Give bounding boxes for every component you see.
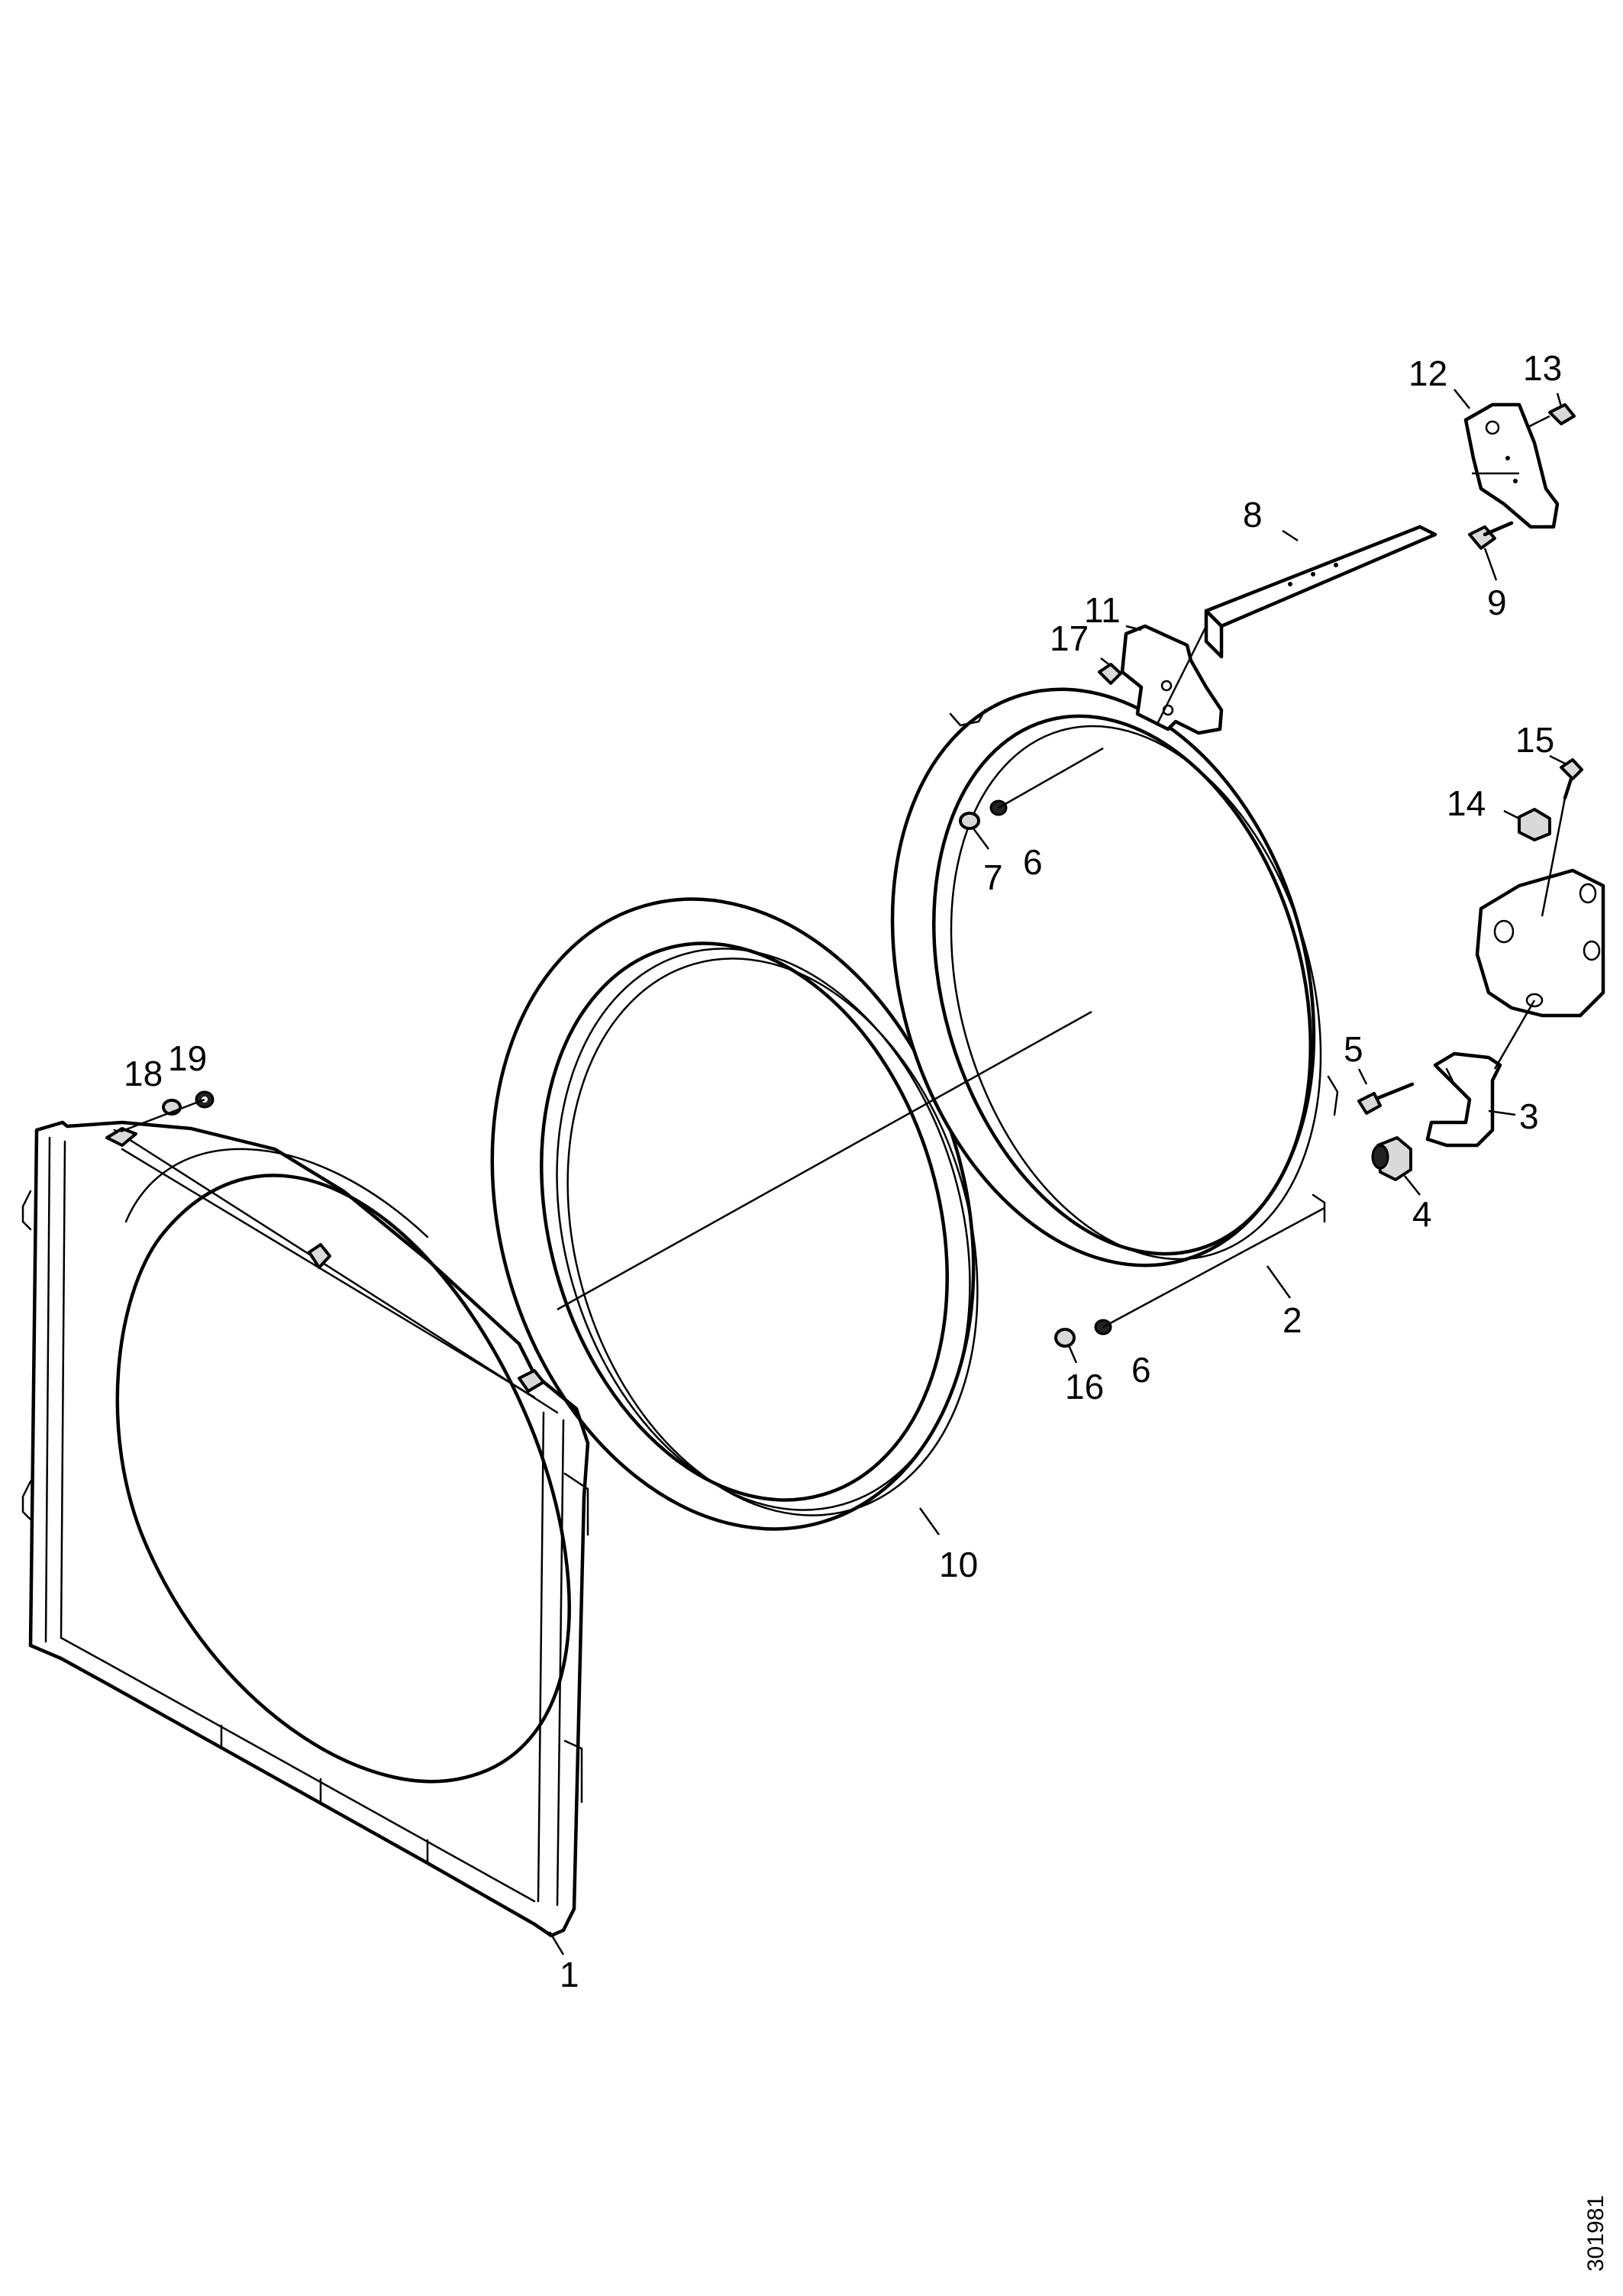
callout-leaders	[548, 389, 1566, 1955]
callout-labels: 1 2 3 4 5 6 6 7 8 9 10 11 12 13 14 15 16…	[124, 348, 1562, 1994]
part-17-bolt	[1098, 663, 1122, 685]
callout-16: 16	[1065, 1367, 1104, 1406]
part-2-fan-ring	[890, 687, 1339, 1267]
part-5-bolt	[1357, 1082, 1415, 1115]
callout-18: 18	[124, 1054, 163, 1093]
callout-15: 15	[1515, 720, 1554, 760]
part-14-clip	[1518, 808, 1551, 841]
callout-2: 2	[1283, 1300, 1302, 1340]
part-16-nut	[1054, 1328, 1076, 1348]
part-3-bracket	[1425, 1051, 1502, 1148]
callout-4: 4	[1412, 1194, 1432, 1234]
callout-1: 1	[560, 1955, 579, 1994]
part-1-fan-shroud	[21, 1120, 590, 1938]
assembly-axis-lines	[120, 415, 1567, 1329]
part-13-screw	[1548, 403, 1576, 425]
callout-17: 17	[1050, 618, 1089, 658]
callout-7: 7	[983, 857, 1003, 897]
callout-10: 10	[939, 1545, 978, 1584]
part-15-screw	[1560, 758, 1583, 800]
part-9-bolt	[1468, 521, 1514, 550]
part-4-rubber-mount	[1371, 1136, 1412, 1181]
part-7-bolt	[959, 812, 980, 830]
part-10-ring-seal	[490, 897, 979, 1531]
callout-5: 5	[1344, 1029, 1363, 1069]
part-12-plate	[1463, 402, 1560, 529]
callout-6-top: 6	[1023, 842, 1043, 882]
callout-6-bottom: 6	[1131, 1350, 1151, 1390]
callout-11: 11	[1084, 590, 1121, 630]
callout-14: 14	[1447, 783, 1486, 823]
part-8-strut	[1204, 525, 1437, 659]
callout-12: 12	[1408, 354, 1447, 393]
part-bracket-assembly	[1475, 868, 1605, 1018]
diagram-id: 301981	[1583, 2195, 1608, 2272]
callout-8: 8	[1243, 495, 1263, 534]
callout-19: 19	[168, 1038, 207, 1078]
callout-3: 3	[1519, 1096, 1539, 1136]
callout-9: 9	[1487, 583, 1507, 622]
callout-13: 13	[1523, 348, 1562, 388]
